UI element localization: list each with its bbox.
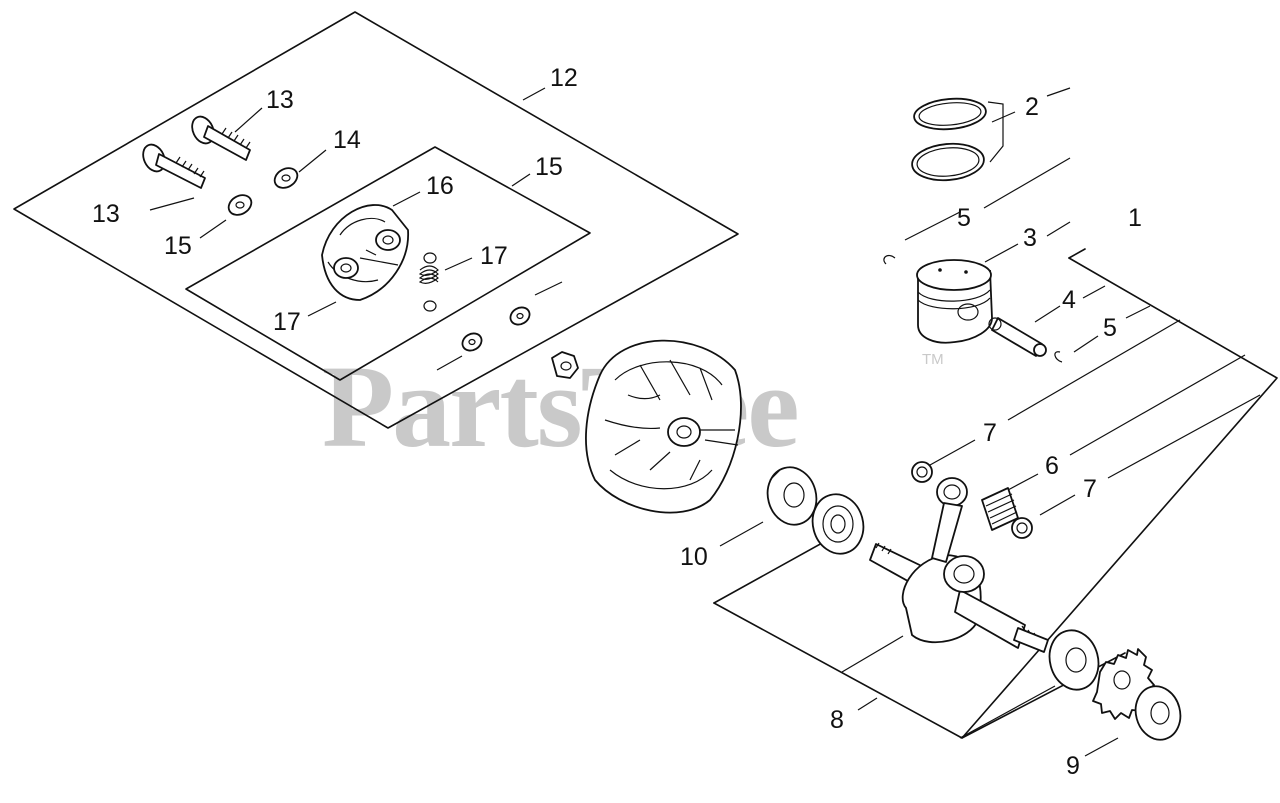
callout-15: 16 <box>426 172 454 200</box>
clutch-bolt-lower <box>142 143 206 189</box>
circlip-right <box>1054 351 1063 363</box>
piston <box>916 259 993 344</box>
clutch-spring <box>418 252 439 312</box>
crank-bearing-inner-left <box>811 493 865 555</box>
callout-3: 3 <box>1023 224 1037 252</box>
group-1-outline <box>961 257 1278 739</box>
flywheel-nut <box>551 351 579 379</box>
washer-13-lower <box>227 194 253 216</box>
clutch-shoe-assembly <box>321 204 409 301</box>
piston-pin <box>988 317 1047 357</box>
callout-5: 5 <box>1103 314 1117 342</box>
thrust-washer-right <box>1011 517 1033 539</box>
watermark-trademark: TM <box>922 351 944 368</box>
piston-ring-upper <box>913 97 987 131</box>
group-11-outline <box>13 11 739 429</box>
callout-numbers: 12 13 13 14 15 15 16 17 17 2 5 3 1 4 5 7… <box>92 64 1142 780</box>
washer-17-lower <box>461 332 483 352</box>
flywheel <box>585 339 742 514</box>
callout-15: 17 <box>273 308 301 336</box>
crank-bearing-outer-left <box>766 466 818 526</box>
circlip-left <box>883 254 896 265</box>
callout-6: 6 <box>1045 452 1059 480</box>
connecting-rod <box>931 477 985 593</box>
callout-8: 8 <box>830 706 844 734</box>
thrust-washer-left <box>911 461 933 483</box>
callout-4: 4 <box>1062 286 1076 314</box>
callout-5: 5 <box>957 204 971 232</box>
clutch-bolt-upper <box>191 115 251 161</box>
callout-13: 14 <box>333 126 361 154</box>
ring-bracket <box>987 101 1004 163</box>
callout-9: 9 <box>1066 752 1080 780</box>
callout-10: 10 <box>680 543 708 571</box>
callout-11: 12 <box>550 64 578 92</box>
callout-13: 15 <box>164 232 192 260</box>
callout-2: 2 <box>1025 93 1039 121</box>
callout-12: 13 <box>266 86 294 114</box>
crank-bearing-right <box>1048 629 1100 691</box>
callout-12: 13 <box>92 200 120 228</box>
callout-14: 15 <box>535 153 563 181</box>
washer-13-upper <box>273 167 299 189</box>
piston-ring-lower <box>911 142 985 182</box>
bearing-9 <box>1134 685 1182 741</box>
callout-16: 17 <box>480 242 508 270</box>
callout-7: 7 <box>983 419 997 447</box>
group-14-outline <box>185 146 591 381</box>
callout-1: 1 <box>1128 204 1142 232</box>
callout-7: 7 <box>1083 475 1097 503</box>
leader-lines <box>149 87 1261 757</box>
washer-17-upper <box>509 306 531 326</box>
